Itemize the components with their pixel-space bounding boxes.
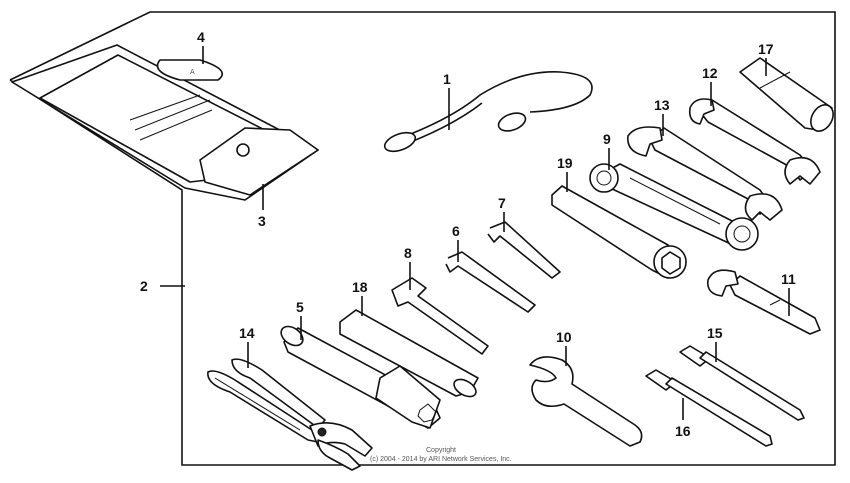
callout-10: 10 [556,329,572,345]
callout-6: 6 [452,223,460,239]
callout-7: 7 [498,195,506,211]
wrench-9 [589,163,759,251]
callout-15: 15 [707,325,723,341]
hex-key-6 [445,251,536,313]
label-tag: A [156,59,223,81]
socket-tube-5 [280,325,441,429]
callout-16: 16 [675,423,691,439]
wrench-19 [551,185,687,279]
wrench-11 [706,269,821,335]
leader-lines [160,46,790,420]
hex-key-7 [487,221,561,279]
pliers-14 [207,358,373,471]
tool-bag [11,44,319,201]
callout-11: 11 [781,271,796,287]
screwdriver-15 [679,345,805,421]
callout-3: 3 [258,213,266,229]
callout-9: 9 [603,131,611,147]
callout-17: 17 [758,41,774,57]
copyright-line-1: Copyright [426,447,456,454]
callout-8: 8 [404,245,412,261]
callout-18: 18 [352,279,368,295]
callout-12: 12 [702,65,718,81]
callout-4: 4 [197,29,205,45]
extension-bar-18 [339,309,479,398]
copyright-notice: Copyright (c) 2004 - 2014 by ARI Network… [370,447,512,463]
wrench-13 [627,126,783,221]
callout-2: 2 [140,278,148,294]
callout-13: 13 [654,97,670,113]
pin-spanner-10 [529,356,643,447]
callout-14: 14 [239,325,255,341]
hex-key-8 [391,277,489,355]
callout-1: 1 [443,71,451,87]
cable-loop [383,71,593,153]
wrench-12 [688,98,821,185]
svg-text:A: A [190,69,195,76]
callout-19: 19 [557,155,573,171]
callout-numbers: 1 2 3 4 5 6 7 8 9 10 11 12 13 14 15 16 1… [140,29,796,439]
spark-plug-socket [739,57,834,132]
callout-5: 5 [296,299,304,315]
copyright-line-2: (c) 2004 - 2014 by ARI Network Services,… [370,456,512,463]
screwdriver-16 [645,369,773,447]
kit-frame [9,11,836,466]
